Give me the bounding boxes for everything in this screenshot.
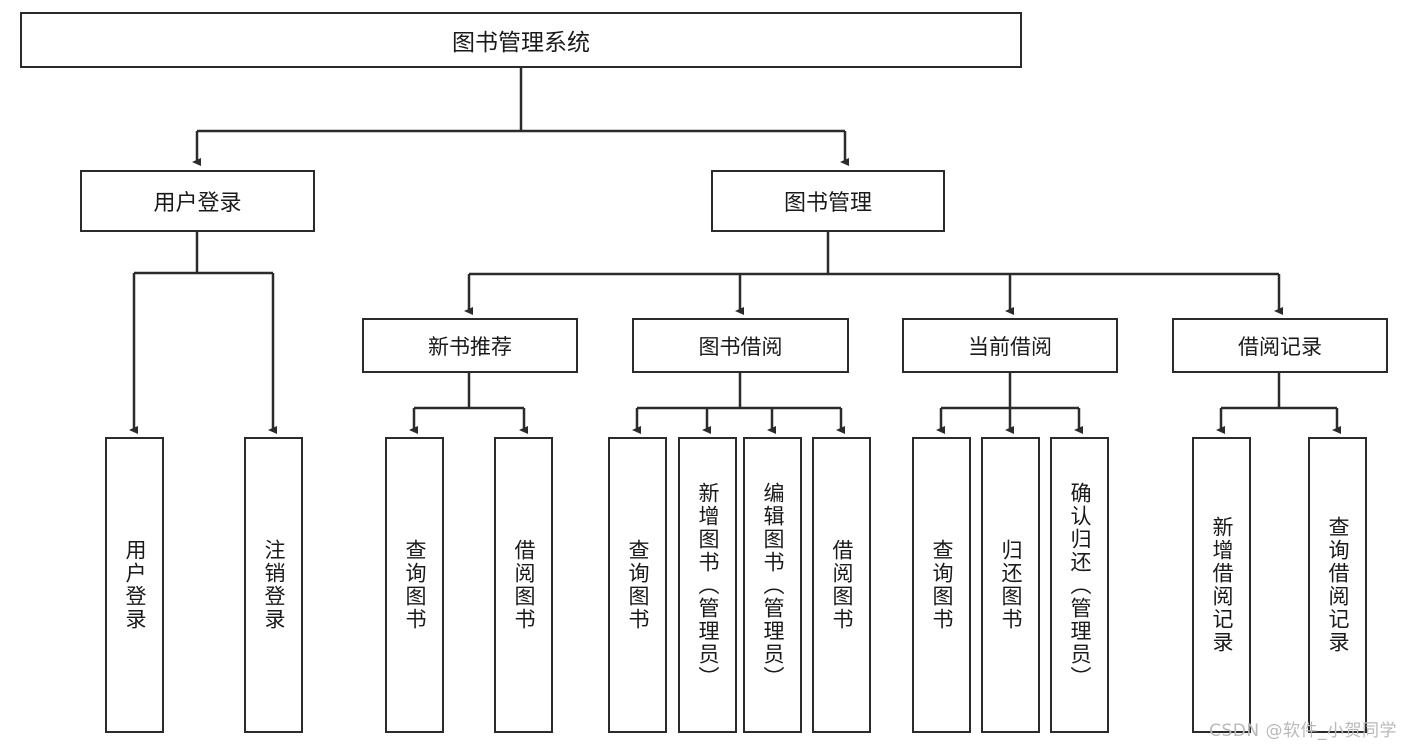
leaf-record-add-borrow-record[interactable]: 新增借阅记录 [1192,437,1251,733]
node-root-system[interactable]: 图书管理系统 [20,12,1022,68]
leaf-borrow-query-book[interactable]: 查询图书 [608,437,667,733]
leaf-borrow-add-book-admin[interactable]: 新增图书（管理员） [678,437,737,733]
node-label: 借阅图书 [830,539,854,631]
leaf-current-confirm-return-admin[interactable]: 确认归还（管理员） [1050,437,1109,733]
node-label: 用户登录 [123,539,147,631]
node-label: 图书管理系统 [452,30,590,56]
node-label: 查询图书 [930,539,954,631]
leaf-borrow-borrow-book[interactable]: 借阅图书 [812,437,871,733]
watermark-text: CSDN @软件_小贺同学 [1209,721,1397,741]
node-borrow-record[interactable]: 借阅记录 [1172,318,1388,373]
node-label: 新增借阅记录 [1210,516,1234,654]
node-label: 当前借阅 [968,334,1052,359]
node-label: 新书推荐 [428,334,512,359]
node-label: 查询借阅记录 [1326,516,1350,654]
node-user-login[interactable]: 用户登录 [80,170,315,232]
node-label: 新增图书（管理员） [696,481,720,689]
node-label: 图书管理 [783,191,872,216]
leaf-new-book-query[interactable]: 查询图书 [385,437,444,733]
leaf-borrow-edit-book-admin[interactable]: 编辑图书（管理员） [743,437,802,733]
leaf-current-return-book[interactable]: 归还图书 [981,437,1040,733]
node-label: 查询图书 [626,539,650,631]
node-label: 注销登录 [262,539,286,631]
leaf-current-query-book[interactable]: 查询图书 [912,437,971,733]
node-label: 用户登录 [153,191,242,216]
node-book-management[interactable]: 图书管理 [711,170,945,232]
leaf-record-query-borrow-record[interactable]: 查询借阅记录 [1308,437,1367,733]
node-new-book-recommend[interactable]: 新书推荐 [362,318,578,373]
node-book-borrow[interactable]: 图书借阅 [632,318,849,373]
node-label: 编辑图书（管理员） [761,481,785,689]
leaf-user-login-logout[interactable]: 注销登录 [244,437,303,733]
node-label: 图书借阅 [698,334,783,359]
leaf-user-login-login[interactable]: 用户登录 [105,437,164,733]
node-label: 确认归还（管理员） [1068,481,1092,689]
leaf-new-book-borrow[interactable]: 借阅图书 [494,437,553,733]
node-label: 借阅图书 [512,539,536,631]
node-current-borrow[interactable]: 当前借阅 [902,318,1118,373]
node-label: 查询图书 [403,539,427,631]
node-label: 借阅记录 [1238,334,1322,359]
node-label: 归还图书 [999,539,1023,631]
